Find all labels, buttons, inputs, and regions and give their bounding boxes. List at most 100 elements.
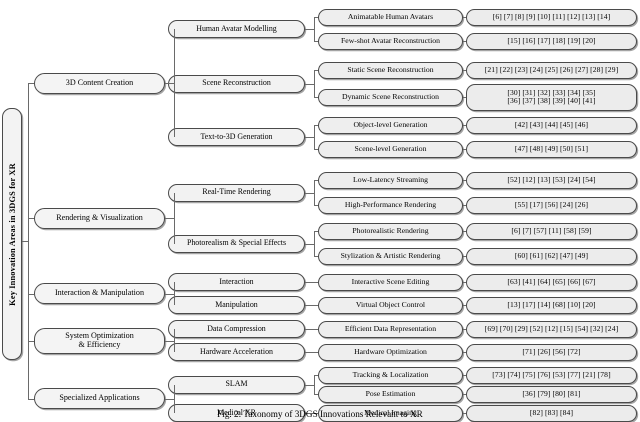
citation-node[interactable]: [60] [61] [62] [47] [49] xyxy=(466,247,637,265)
root-node: Key Innovation Areas in 3DGS for XR xyxy=(2,108,22,360)
leaf-node[interactable]: Photorealistic Rendering xyxy=(318,222,463,240)
leaf-node[interactable]: Few-shot Avatar Reconstruction xyxy=(318,32,463,50)
leaf-node[interactable]: Interactive Scene Editing xyxy=(318,273,463,291)
leaf-node-label: Stylization & Artistic Rendering xyxy=(340,250,441,260)
subcategory-node-label: Data Compression xyxy=(207,323,266,333)
citation-node-label: [63] [41] [64] [65] [66] [67] xyxy=(507,276,596,286)
subcategory-node[interactable]: Interaction xyxy=(168,273,305,291)
category-node[interactable]: Rendering & Visualization xyxy=(34,207,165,229)
leaf-node[interactable]: Animatable Human Avatars xyxy=(318,8,463,26)
citation-node[interactable]: [52] [12] [13] [53] [24] [54] xyxy=(466,171,637,189)
leaf-node[interactable]: Scene-level Generation xyxy=(318,140,463,158)
subcategory-node[interactable]: SLAM xyxy=(168,375,305,394)
subcategory-node[interactable]: Scene Reconstruction xyxy=(168,74,305,93)
category-node[interactable]: 3D Content Creation xyxy=(34,72,165,94)
citation-node[interactable]: [71] [26] [56] [72] xyxy=(466,343,637,361)
category-node[interactable]: System Optimization & Efficiency xyxy=(34,327,165,354)
citation-node-label: [55] [17] [56] [24] [26] xyxy=(514,199,589,209)
citation-node[interactable]: [6] [7] [57] [11] [58] [59] xyxy=(466,222,637,240)
connector-sub-stem xyxy=(305,137,314,138)
citation-node[interactable]: [21] [22] [23] [24] [25] [26] [27] [28] … xyxy=(466,61,637,79)
connector-root-cat xyxy=(28,398,34,400)
category-node[interactable]: Interaction & Manipulation xyxy=(34,283,165,304)
connector-leaf-citation xyxy=(463,352,466,353)
category-node-label: Specialized Applications xyxy=(59,393,140,403)
leaf-node[interactable]: Static Scene Reconstruction xyxy=(318,61,463,79)
connector-root-bracket xyxy=(28,83,29,399)
citation-node[interactable]: [6] [7] [8] [9] [10] [11] [12] [13] [14] xyxy=(466,8,637,26)
leaf-node[interactable]: Stylization & Artistic Rendering xyxy=(318,247,463,265)
subcategory-node-label: Interaction xyxy=(219,276,254,286)
citation-node[interactable]: [15] [16] [17] [18] [19] [20] xyxy=(466,32,637,50)
citation-node[interactable]: [63] [41] [64] [65] [66] [67] xyxy=(466,273,637,291)
citation-node[interactable]: [30] [31] [32] [33] [34] [35] [36] [37] … xyxy=(466,83,637,111)
subcategory-node[interactable]: Data Compression xyxy=(168,320,305,338)
connector-sub-leaf xyxy=(314,305,318,306)
connector-leaf-citation xyxy=(463,305,466,306)
subcategory-node-label: Medical XR xyxy=(217,407,256,417)
subcategory-node-label: Human Avatar Modelling xyxy=(196,23,277,33)
connector-sub-stem xyxy=(305,29,314,30)
subcategory-node-label: Scene Reconstruction xyxy=(202,78,271,88)
connector-cat-bracket xyxy=(174,282,175,305)
citation-node-label: [13] [17] [14] [68] [10] [20] xyxy=(507,299,596,309)
subcategory-node[interactable]: Human Avatar Modelling xyxy=(168,20,305,38)
connector-leaf-citation xyxy=(463,375,466,376)
citation-node[interactable]: [69] [70] [29] [52] [12] [15] [54] [32] … xyxy=(466,320,637,338)
citation-node[interactable]: [42] [43] [44] [45] [46] xyxy=(466,116,637,134)
citation-node[interactable]: [13] [17] [14] [68] [10] [20] xyxy=(466,296,637,314)
connector-sub-leaf xyxy=(314,17,318,18)
subcategory-node[interactable]: Manipulation xyxy=(168,296,305,314)
connector-sub-leaf xyxy=(314,329,318,330)
leaf-node[interactable]: Virtual Object Control xyxy=(318,296,463,314)
connector-cat-bracket xyxy=(174,329,175,352)
leaf-node-label: Low-Latency Streaming xyxy=(353,174,428,184)
connector-sub-leaf xyxy=(314,41,318,42)
connector-sub-bracket xyxy=(314,231,315,256)
connector-sub-leaf xyxy=(314,205,318,206)
citation-node[interactable]: [36] [79] [80] [81] xyxy=(466,385,637,403)
connector-leaf-citation xyxy=(463,41,466,42)
subcategory-node[interactable]: Hardware Acceleration xyxy=(168,343,305,361)
leaf-node[interactable]: Hardware Optimization xyxy=(318,343,463,361)
leaf-node-label: Pose Estimation xyxy=(365,388,416,398)
leaf-node-label: Medical Imaging xyxy=(364,407,417,417)
connector-sub-leaf xyxy=(314,125,318,126)
leaf-node[interactable]: High-Performance Rendering xyxy=(318,196,463,214)
connector-sub-leaf xyxy=(314,180,318,181)
leaf-node-label: Virtual Object Control xyxy=(355,299,426,309)
citation-node[interactable]: [47] [48] [49] [50] [51] xyxy=(466,140,637,158)
leaf-node[interactable]: Pose Estimation xyxy=(318,385,463,403)
connector-sub-leaf xyxy=(314,413,318,414)
citation-node[interactable]: [55] [17] [56] [24] [26] xyxy=(466,196,637,214)
leaf-node-label: Photorealistic Rendering xyxy=(352,225,429,235)
category-node-label: Interaction & Manipulation xyxy=(54,288,144,298)
category-node[interactable]: Specialized Applications xyxy=(34,388,165,410)
connector-sub-bracket xyxy=(314,70,315,97)
connector-sub-leaf xyxy=(314,97,318,98)
leaf-node[interactable]: Dynamic Scene Reconstruction xyxy=(318,88,463,106)
connector-sub-leaf xyxy=(314,231,318,232)
leaf-node[interactable]: Low-Latency Streaming xyxy=(318,171,463,189)
connector-root-cat xyxy=(28,340,34,342)
connector-sub-stem xyxy=(305,384,314,386)
citation-node-label: [69] [70] [29] [52] [12] [15] [54] [32] … xyxy=(484,323,619,333)
leaf-node-label: Efficient Data Representation xyxy=(344,323,437,333)
citation-node-label: [42] [43] [44] [45] [46] xyxy=(514,119,589,129)
leaf-node[interactable]: Object-level Generation xyxy=(318,116,463,134)
leaf-node[interactable]: Tracking & Localization xyxy=(318,366,463,384)
leaf-node[interactable]: Efficient Data Representation xyxy=(318,320,463,338)
subcategory-node-label: Photorealism & Special Effects xyxy=(186,238,287,248)
subcategory-node[interactable]: Photorealism & Special Effects xyxy=(168,234,305,253)
connector-sub-stem xyxy=(305,243,314,245)
leaf-node-label: Tracking & Localization xyxy=(352,369,429,379)
connector-sub-leaf xyxy=(314,256,318,257)
citation-node[interactable]: [73] [74] [75] [76] [53] [77] [21] [78] xyxy=(466,366,637,384)
leaf-node-label: Interactive Scene Editing xyxy=(351,276,430,286)
subcategory-node[interactable]: Text-to-3D Generation xyxy=(168,128,305,146)
connector-root-cat xyxy=(28,218,34,219)
citation-node-label: [6] [7] [8] [9] [10] [11] [12] [13] [14] xyxy=(492,11,611,21)
connector-cat-stem xyxy=(165,340,174,342)
connector-leaf-citation xyxy=(463,70,466,71)
subcategory-node[interactable]: Real-Time Rendering xyxy=(168,183,305,202)
